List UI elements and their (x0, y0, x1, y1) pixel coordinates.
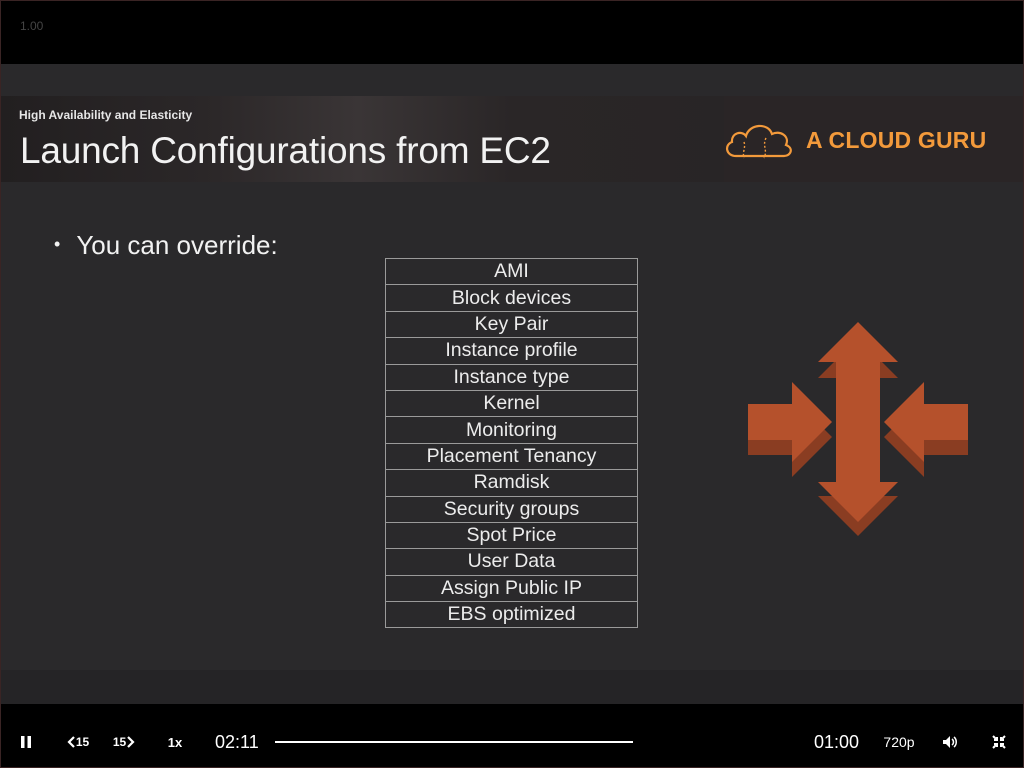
exit-fullscreen-button[interactable] (985, 728, 1013, 756)
video-frame[interactable]: High Availability and Elasticity Launch … (0, 64, 1024, 704)
progress-fill (275, 741, 633, 743)
override-row: EBS optimized (385, 601, 638, 629)
slide-header-band (0, 96, 1024, 182)
override-item: Instance profile (385, 337, 638, 365)
forward-15-button[interactable]: 15 (106, 728, 142, 756)
override-item: Key Pair (385, 310, 638, 339)
exit-fullscreen-icon (992, 735, 1006, 749)
auto-scaling-arrows-icon (748, 322, 968, 536)
volume-icon (943, 736, 957, 748)
quality-button[interactable]: 720p (883, 734, 915, 750)
override-item: Placement Tenancy (385, 442, 638, 471)
current-time: 02:11 (215, 732, 259, 752)
a-cloud-guru-logo: A CLOUD GURU (722, 118, 986, 162)
override-item: EBS optimized (385, 601, 638, 629)
override-row: AMI (385, 257, 638, 286)
override-row: Assign Public IP (385, 574, 638, 603)
bullet-point: • You can override: (54, 230, 278, 261)
logo-text: A CLOUD GURU (806, 126, 987, 153)
override-item: Ramdisk (385, 469, 638, 497)
override-item: Spot Price (385, 521, 638, 550)
override-item: Block devices (385, 284, 638, 312)
rewind-label: 15 (75, 735, 90, 749)
override-row: Security groups (385, 495, 638, 523)
override-row: Kernel (385, 389, 638, 418)
bullet-dot: • (54, 234, 61, 254)
override-row: Key Pair (385, 310, 638, 339)
progress-bar[interactable] (275, 741, 633, 743)
rewind-15-button[interactable]: 15 (60, 728, 96, 756)
pause-button[interactable] (12, 728, 40, 756)
volume-button[interactable] (936, 728, 964, 756)
override-item: AMI (385, 257, 638, 286)
override-row: Monitoring (385, 416, 638, 444)
forward-label: 15 (112, 735, 127, 749)
override-row: Instance type (385, 363, 638, 391)
speed-indicator: 1.00 (20, 19, 44, 33)
slide-title: Launch Configurations from EC2 (20, 130, 551, 171)
override-row: Placement Tenancy (385, 442, 638, 471)
bullet-text: You can override: (76, 230, 278, 260)
override-row: Ramdisk (385, 469, 638, 497)
chevron-left-icon (67, 736, 75, 748)
override-row: Instance profile (385, 337, 638, 365)
playback-rate-button[interactable]: 1x (167, 734, 183, 750)
override-item: Security groups (385, 495, 638, 523)
override-item: User Data (385, 548, 638, 576)
override-item: Assign Public IP (385, 574, 638, 603)
override-item: Instance type (385, 363, 638, 391)
override-row: User Data (385, 548, 638, 576)
player-controls: 15 15 1x 02:11 01:00 720p (0, 704, 1024, 768)
cloud-logo-icon (726, 124, 792, 159)
slide-footer-band (0, 670, 1024, 704)
override-row: Block devices (385, 284, 638, 312)
pause-icon (21, 736, 31, 748)
override-item: Kernel (385, 389, 638, 418)
slide-subtitle: High Availability and Elasticity (19, 108, 193, 122)
chevron-right-icon (127, 736, 135, 748)
remaining-time: 01:00 (814, 732, 860, 752)
override-row: Spot Price (385, 521, 638, 550)
override-item: Monitoring (385, 416, 638, 444)
